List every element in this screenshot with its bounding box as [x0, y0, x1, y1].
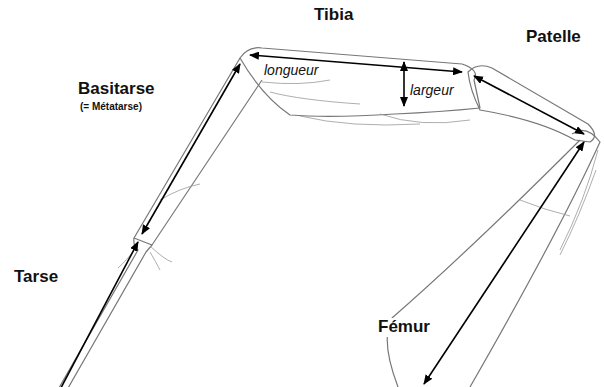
- hairs: [118, 80, 570, 270]
- segment-name: Tibia: [314, 6, 353, 25]
- segment-name: Tarse: [14, 268, 58, 287]
- measure-arrows: [44, 55, 584, 387]
- tibia-outline: [240, 48, 480, 117]
- dimension-label: longueur: [262, 63, 321, 78]
- synonym-note: (= Métatarse): [80, 101, 142, 112]
- segment-name: Basitarse: [78, 80, 155, 99]
- segment-name: Patelle: [526, 28, 581, 47]
- dimension-label: largeur: [408, 83, 456, 98]
- tarsus-outline: [36, 238, 152, 387]
- segment-name: Fémur: [376, 318, 432, 337]
- femur-outline: [387, 130, 600, 387]
- patella-outline: [468, 66, 595, 142]
